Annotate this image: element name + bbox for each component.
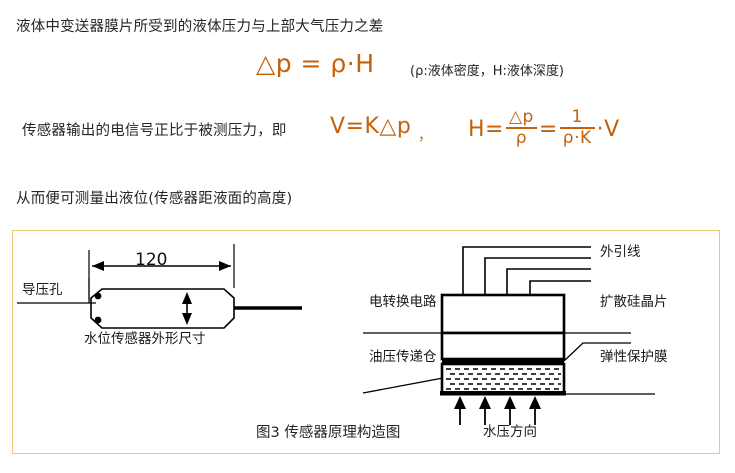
label-oil-chamber: 油压传递仓 xyxy=(369,349,437,365)
label-left-diagram-caption: 水位传感器外形尺寸 xyxy=(84,331,206,347)
leader-line-membrane xyxy=(563,342,631,362)
height-arrowhead-bottom xyxy=(182,313,192,325)
figure-caption: 图3 传感器原理构造图 xyxy=(256,425,401,441)
lead-wire-3 xyxy=(506,268,591,295)
pressure-port-dot-upper xyxy=(94,292,102,300)
formula-v-equals-k-delta-p: V=K△p xyxy=(330,114,412,139)
fraction-bar xyxy=(559,127,595,129)
formula-tail-times-v: ·V xyxy=(596,116,620,142)
intro-line-1: 液体中变送器膜片所受到的液体压力与上部大气压力之差 xyxy=(16,19,384,35)
fraction-denominator: ρ xyxy=(515,128,528,148)
formula-delta-p: △p = ρ·H xyxy=(256,49,375,78)
fraction-delta-p-over-rho: △p ρ xyxy=(505,107,537,148)
formula-h-expression: H= △p ρ = 1 ρ·K ·V xyxy=(468,107,620,148)
fraction-one-over-rho-k: 1 ρ·K xyxy=(559,107,595,148)
dimension-arrowhead-right xyxy=(219,261,231,271)
label-lead-wire: 外引线 xyxy=(600,244,641,260)
height-arrowhead-top xyxy=(182,292,192,304)
lead-wire-4 xyxy=(529,280,591,295)
formula-delta-p-note: (ρ:液体密度，H:液体深度) xyxy=(410,64,564,79)
intro-line-2: 传感器输出的电信号正比于被测压力，即 xyxy=(22,123,287,139)
fraction-numerator: △p xyxy=(508,107,534,127)
leader-line-oil-chamber xyxy=(362,377,444,394)
middle-section xyxy=(440,331,566,361)
formula-equals-sign: = xyxy=(538,116,558,142)
figure-box xyxy=(12,230,720,454)
right-diagram xyxy=(355,230,720,454)
label-elastic-membrane: 弹性保护膜 xyxy=(600,349,668,365)
label-electronic-circuit: 电转换电路 xyxy=(369,294,437,310)
fraction-numerator: 1 xyxy=(571,107,583,127)
lead-wire-1 xyxy=(462,246,591,295)
intro-line-3: 从而便可测量出液位(传感器距液面的高度) xyxy=(16,191,293,207)
label-water-pressure-direction: 水压方向 xyxy=(483,424,537,440)
fraction-bar xyxy=(505,127,537,129)
left-diagram-svg xyxy=(17,244,302,329)
pressure-port-dot-lower xyxy=(94,316,102,324)
sensor-body-outline xyxy=(90,288,235,329)
label-pressure-port: 导压孔 xyxy=(22,282,63,298)
sensor-base-plate xyxy=(440,391,566,396)
left-diagram xyxy=(12,230,372,454)
right-diagram-svg xyxy=(362,246,655,425)
formula-comma: ， xyxy=(418,128,432,144)
fraction-denominator: ρ·K xyxy=(562,128,592,148)
oil-chamber-hatching xyxy=(446,368,561,390)
electronic-circuit-section xyxy=(440,293,566,335)
elastic-membrane-bar xyxy=(442,359,564,364)
lead-wire-2 xyxy=(484,257,591,295)
label-silicon-chip: 扩散硅晶片 xyxy=(600,294,668,310)
dimension-value-120: 120 xyxy=(135,250,168,270)
formula-h-label: H= xyxy=(468,116,504,142)
water-pressure-arrows xyxy=(454,396,541,425)
dimension-arrowhead-left xyxy=(92,261,104,271)
